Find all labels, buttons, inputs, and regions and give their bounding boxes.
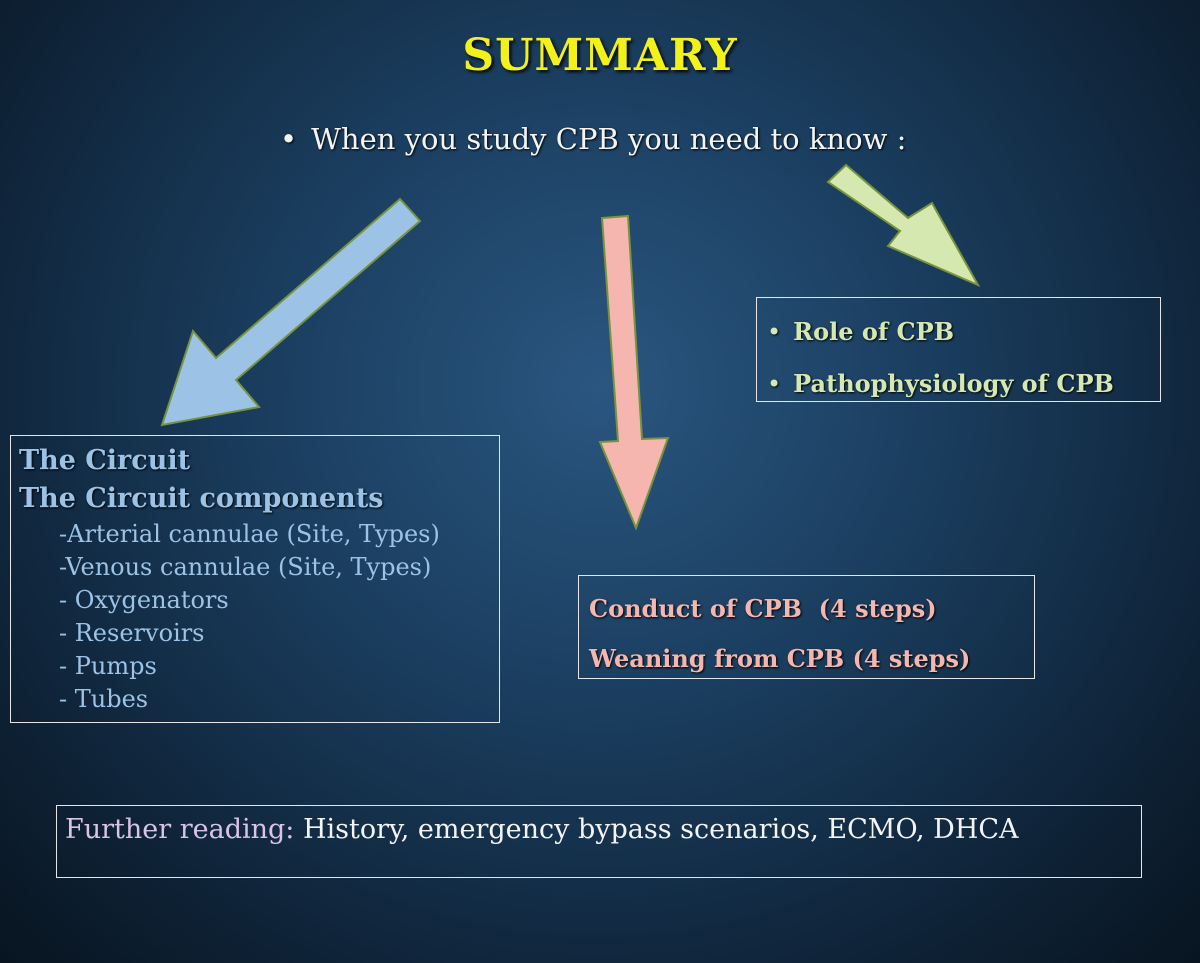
further-reading-text: History, emergency bypass scenarios, ECM… bbox=[294, 814, 1019, 845]
conduct-box: Conduct of CPB (4 steps) Weaning from CP… bbox=[578, 575, 1035, 679]
bullet: • bbox=[767, 318, 782, 346]
bullet: • bbox=[280, 122, 298, 156]
list-item: - Reservoirs bbox=[59, 619, 205, 647]
list-item: -Venous cannulae (Site, Types) bbox=[59, 553, 432, 581]
list-item: Conduct of CPB (4 steps) bbox=[589, 594, 937, 623]
arrow-down-icon bbox=[598, 214, 670, 531]
list-item-text: Role of CPB bbox=[793, 317, 954, 346]
slide-title: SUMMARY bbox=[462, 30, 738, 81]
list-item: - Tubes bbox=[59, 685, 149, 713]
list-item: -Arterial cannulae (Site, Types) bbox=[59, 520, 440, 548]
list-item: • Pathophysiology of CPB bbox=[767, 358, 1150, 410]
intro-text: When you study CPB you need to know : bbox=[311, 122, 907, 156]
list-item: - Oxygenators bbox=[59, 586, 229, 614]
further-reading-box: Further reading: History, emergency bypa… bbox=[56, 805, 1142, 878]
circuit-components-heading: The Circuit components bbox=[19, 483, 384, 514]
role-box: • Role of CPB • Pathophysiology of CPB bbox=[756, 297, 1161, 402]
list-item: - Pumps bbox=[59, 652, 157, 680]
circuit-heading: The Circuit bbox=[19, 445, 191, 476]
list-item: • Role of CPB bbox=[767, 306, 1150, 358]
list-item-text: Pathophysiology of CPB bbox=[793, 369, 1114, 398]
further-reading-label: Further reading: bbox=[65, 814, 295, 845]
arrow-left-icon bbox=[160, 197, 422, 427]
circuit-box: The Circuit The Circuit components -Arte… bbox=[10, 435, 500, 723]
list-item: Weaning from CPB (4 steps) bbox=[589, 644, 971, 673]
bullet: • bbox=[767, 370, 782, 398]
arrow-right-icon bbox=[826, 163, 981, 288]
intro-bullet: • When you study CPB you need to know : bbox=[280, 122, 906, 156]
